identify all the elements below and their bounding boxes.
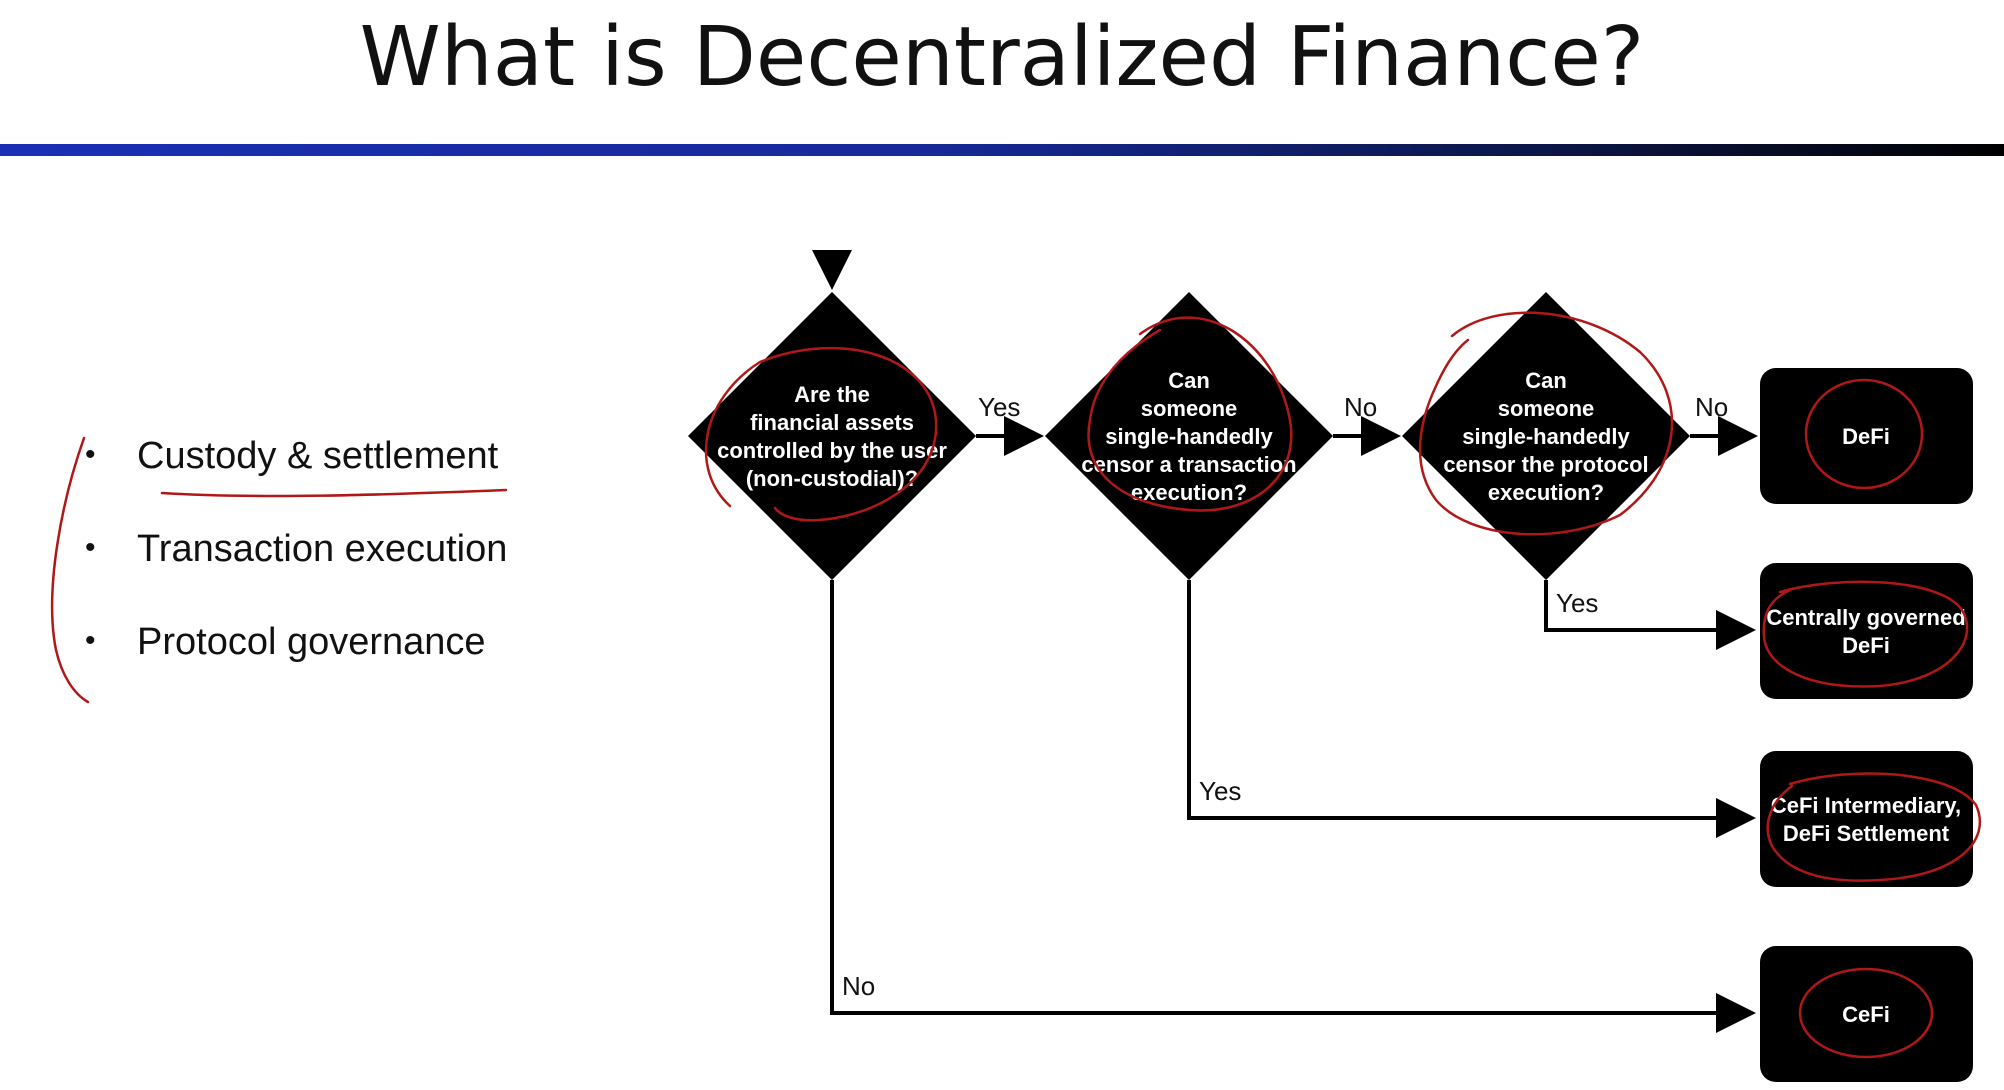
outcome-cefi-intermediary-defi-settlement: CeFi Intermediary, DeFi Settlement — [1760, 751, 1973, 887]
annotation-circle-defi — [1804, 378, 1924, 490]
decision-transaction-censorship-text-line: Can — [1168, 368, 1210, 393]
decision-protocol-censorship: Can someone single-handedly censor the prot… — [1402, 292, 1690, 580]
decision-custody: Are the financial assets controlled by the… — [688, 292, 976, 580]
annotation-loop-d1 — [704, 346, 938, 522]
outcome-cefi: CeFi — [1760, 946, 1973, 1082]
outcome-cefi-intermediary-defi-settlement-text-line: CeFi Intermediary, — [1771, 793, 1961, 818]
decision-custody-text-line: (non-custodial)? — [746, 466, 918, 491]
bullet-dot-icon: • — [85, 531, 96, 564]
outcome-cefi-text-line: CeFi — [1842, 1002, 1890, 1027]
decision-protocol-censorship-text-line: single-handedly — [1462, 424, 1630, 449]
handwritten-annotations — [50, 311, 1982, 1059]
decision-protocol-censorship-text-line: execution? — [1488, 480, 1604, 505]
decision-transaction-censorship-text-line: single-handedly — [1105, 424, 1273, 449]
bullet-dot-icon: • — [85, 624, 96, 657]
slide-title: What is Decentralized Finance? — [359, 10, 1645, 105]
edge-label-d1-no: No — [842, 971, 875, 1001]
annotation-loop-d3 — [1418, 311, 1674, 536]
bullet-dot-icon: • — [85, 438, 96, 471]
annotation-circle-cefi-intermediary — [1766, 772, 1982, 882]
decision-protocol-censorship-text-line: Can — [1525, 368, 1567, 393]
decision-custody-text-line: financial assets — [750, 410, 914, 435]
decision-protocol-censorship-text-line: censor the protocol — [1443, 452, 1648, 477]
decision-custody-text-line: controlled by the user — [717, 438, 947, 463]
edge-d3-yes — [1544, 580, 1756, 650]
edge-label-d1-yes: Yes — [978, 392, 1020, 422]
decision-custody-text-line: Are the — [794, 382, 870, 407]
outcome-centrally-governed-defi-text-line: Centrally governed — [1766, 605, 1965, 630]
annotation-loop-d2 — [1087, 316, 1293, 512]
outcome-defi: DeFi — [1760, 368, 1973, 504]
decision-protocol-censorship-text-line: someone — [1498, 396, 1595, 421]
bullet-item: • Protocol governance — [85, 621, 486, 664]
edge-label-d3-no: No — [1695, 392, 1728, 422]
bullet-text: Protocol governance — [137, 621, 486, 663]
bullet-text: Transaction execution — [137, 528, 508, 570]
connectors — [830, 416, 1758, 1033]
bullet-item: • Transaction execution — [85, 528, 507, 571]
edge-d2-yes — [1187, 580, 1756, 838]
edge-label-d2-yes: Yes — [1199, 776, 1241, 806]
decision-transaction-censorship-text-line: execution? — [1131, 480, 1247, 505]
decision-transaction-censorship-text-line: someone — [1141, 396, 1238, 421]
bullet-text: Custody & settlement — [137, 435, 499, 477]
outcome-centrally-governed-defi-text-line: DeFi — [1842, 633, 1890, 658]
decision-transaction-censorship-text-line: censor a transaction — [1081, 452, 1296, 477]
annotation-underline — [160, 488, 508, 498]
edge-d1-no — [830, 580, 1756, 1033]
outcome-defi-text-line: DeFi — [1842, 424, 1890, 449]
bullet-item: • Custody & settlement — [85, 435, 498, 478]
outcome-cefi-intermediary-defi-settlement-text-line: DeFi Settlement — [1783, 821, 1950, 846]
title-divider — [0, 144, 2004, 156]
edge-label-d3-yes: Yes — [1556, 588, 1598, 618]
annotation-circle-cefi — [1798, 967, 1934, 1059]
annotation-bracket — [50, 436, 90, 704]
annotation-circle-centrally-governed — [1762, 580, 1969, 688]
edge-label-d2-no: No — [1344, 392, 1377, 422]
